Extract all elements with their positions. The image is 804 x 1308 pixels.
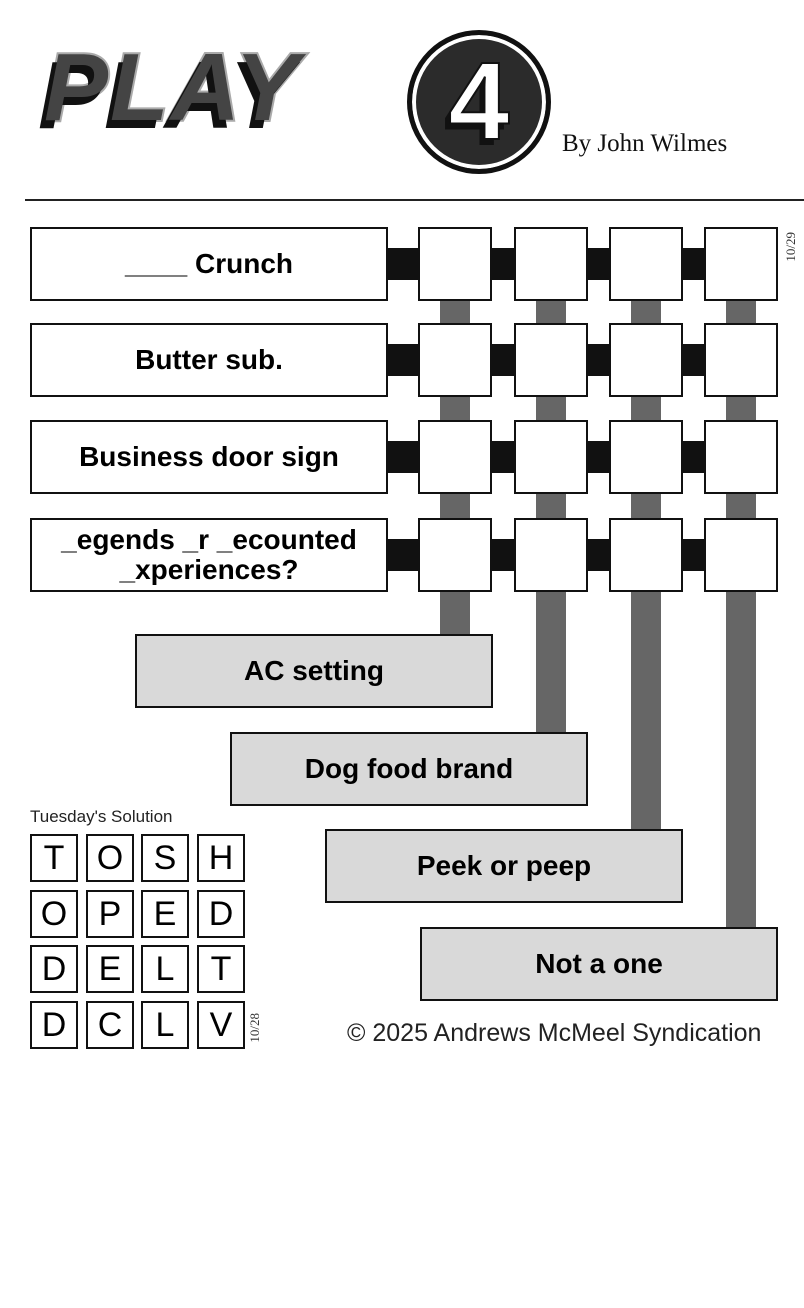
connector xyxy=(586,539,609,571)
across-clue-2: Butter sub. xyxy=(30,323,388,397)
answer-cell[interactable] xyxy=(704,323,778,397)
answer-cell[interactable] xyxy=(514,518,588,592)
solution-cell: O xyxy=(30,890,78,938)
solution-cell: D xyxy=(197,890,245,938)
across-clue-4: _egends _r _ecounted _xperiences? xyxy=(30,518,388,592)
across-clue-3: Business door sign xyxy=(30,420,388,494)
byline: By John Wilmes xyxy=(562,130,728,157)
connector xyxy=(388,539,420,571)
connector xyxy=(490,344,514,376)
answer-cell[interactable] xyxy=(704,420,778,494)
solution-cell: L xyxy=(141,945,189,993)
answer-cell[interactable] xyxy=(418,420,492,494)
header-divider xyxy=(25,199,804,201)
solution-cell: C xyxy=(86,1001,134,1049)
answer-cell[interactable] xyxy=(514,420,588,494)
down-clue-4: Not a one xyxy=(420,927,778,1001)
copyright: © 2025 Andrews McMeel Syndication xyxy=(347,1019,762,1047)
solution-cell: T xyxy=(197,945,245,993)
connector xyxy=(388,441,420,473)
answer-cell[interactable] xyxy=(514,323,588,397)
answer-cell[interactable] xyxy=(704,518,778,592)
connector xyxy=(681,441,704,473)
solution-cell: E xyxy=(86,945,134,993)
across-clue-1: ____ Crunch xyxy=(30,227,388,301)
answer-cell[interactable] xyxy=(609,420,683,494)
solution-cell: P xyxy=(86,890,134,938)
connector xyxy=(586,344,609,376)
solution-date: 10/28 xyxy=(247,1013,262,1043)
down-clue-1: AC setting xyxy=(135,634,493,708)
logo-number: 4 xyxy=(447,40,510,163)
logo-badge: 4 xyxy=(407,30,551,174)
answer-cell[interactable] xyxy=(418,227,492,301)
solution-cell: D xyxy=(30,945,78,993)
solution-title: Tuesday's Solution xyxy=(30,807,173,826)
answer-cell[interactable] xyxy=(418,323,492,397)
answer-cell[interactable] xyxy=(609,227,683,301)
down-clue-2: Dog food brand xyxy=(230,732,588,806)
solution-cell: T xyxy=(30,834,78,882)
connector xyxy=(490,539,514,571)
connector xyxy=(586,248,609,280)
solution-cell: V xyxy=(197,1001,245,1049)
answer-cell[interactable] xyxy=(418,518,492,592)
connector xyxy=(586,441,609,473)
connector xyxy=(681,539,704,571)
solution-cell: D xyxy=(30,1001,78,1049)
connector xyxy=(388,344,420,376)
answer-cell[interactable] xyxy=(704,227,778,301)
down-connector-4 xyxy=(726,300,756,929)
logo-wordmark: PLAY xyxy=(42,34,301,141)
connector xyxy=(681,248,704,280)
answer-cell[interactable] xyxy=(609,518,683,592)
connector xyxy=(490,441,514,473)
down-clue-3: Peek or peep xyxy=(325,829,683,903)
connector xyxy=(490,248,514,280)
connector xyxy=(681,344,704,376)
solution-cell: O xyxy=(86,834,134,882)
solution-cell: H xyxy=(197,834,245,882)
puzzle-date: 10/29 xyxy=(783,232,798,262)
solution-cell: L xyxy=(141,1001,189,1049)
solution-cell: E xyxy=(141,890,189,938)
answer-cell[interactable] xyxy=(514,227,588,301)
connector xyxy=(388,248,420,280)
solution-cell: S xyxy=(141,834,189,882)
answer-cell[interactable] xyxy=(609,323,683,397)
